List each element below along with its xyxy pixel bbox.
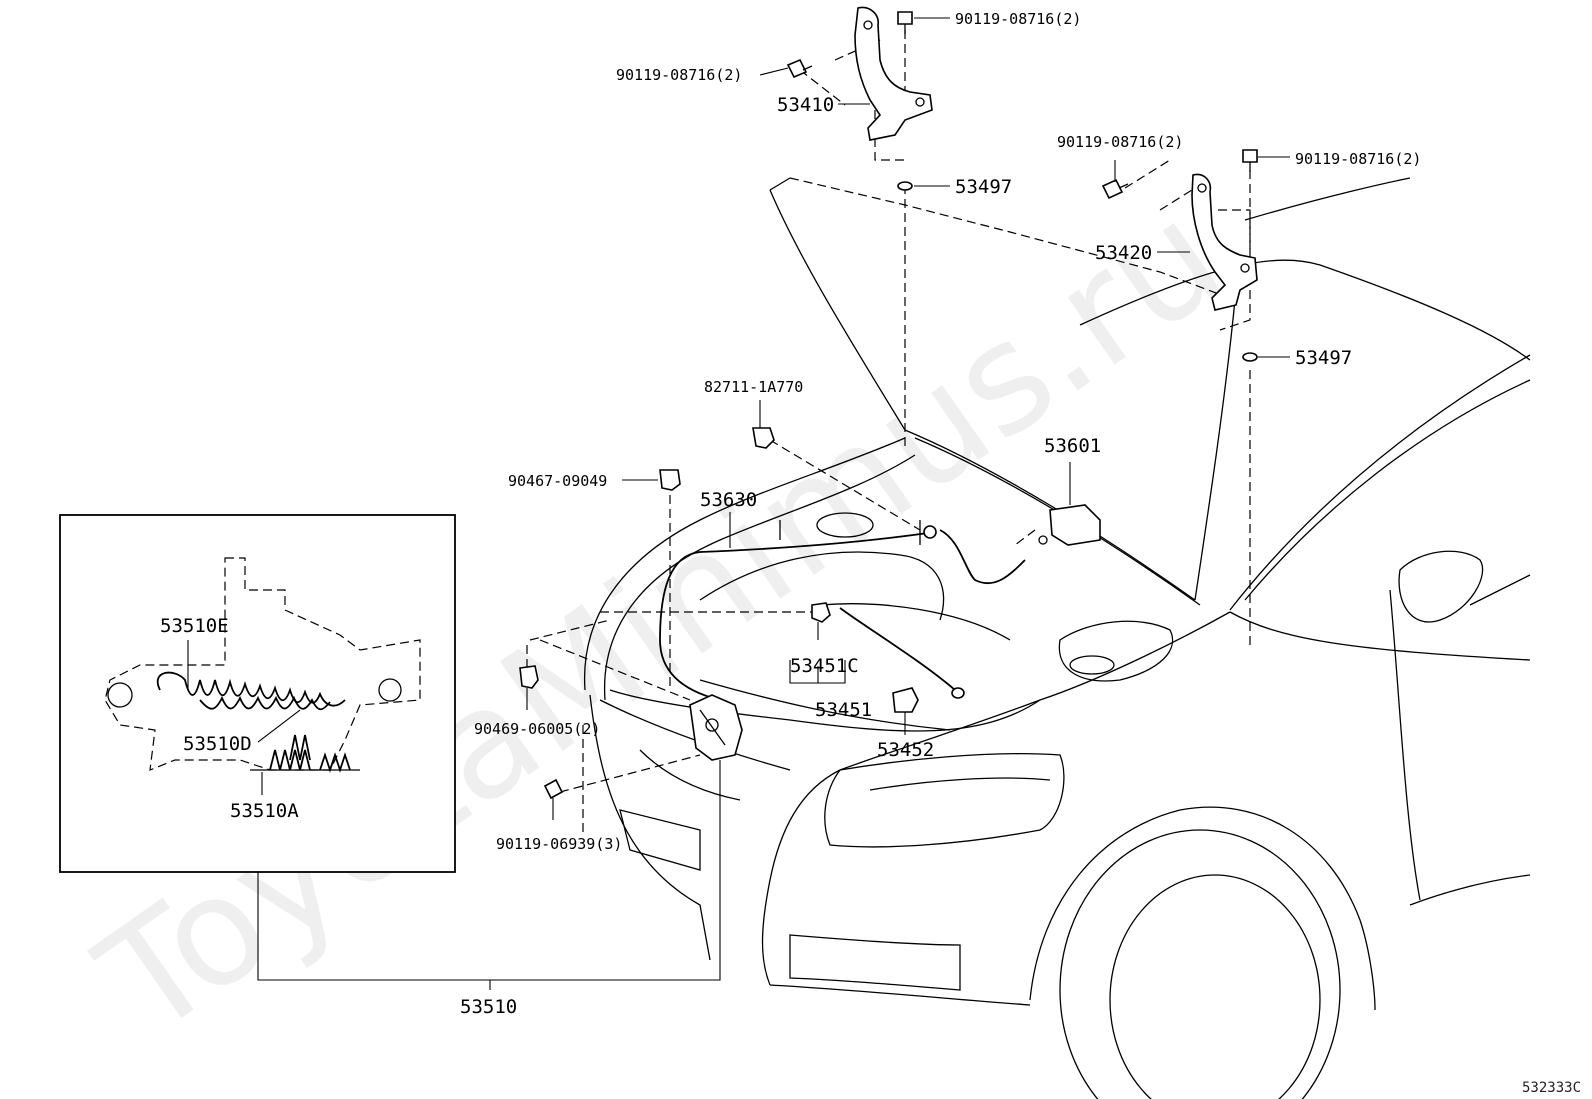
bolt-icon [1242, 149, 1258, 172]
fog-lamp [789, 934, 961, 991]
tire [1059, 829, 1341, 1099]
cushion-left-icon [897, 181, 913, 191]
radiator-support-inner [699, 679, 951, 731]
label-rod-holder: 53452 [877, 739, 934, 761]
label-release-cable: 53630 [700, 489, 757, 511]
wheel-rim [1109, 874, 1321, 1099]
dash-lever [1014, 529, 1036, 546]
mirror [1398, 550, 1484, 623]
label-clamp: 82711-1A770 [704, 378, 803, 396]
reference-code: 532333C [1522, 1080, 1581, 1096]
label-hinge-right: 53420 [1095, 242, 1152, 264]
bolt-lock-icon [543, 778, 564, 800]
roof-line [1244, 177, 1411, 221]
label-cushion-right: 53497 [1295, 347, 1352, 369]
clip-lower-icon [519, 665, 539, 689]
hood-right-edge [1194, 299, 1236, 601]
label-spring-e: 53510E [160, 615, 229, 637]
strut-cap-right [1069, 655, 1115, 675]
bay-left-inner [603, 454, 916, 701]
support-holder-icon [811, 602, 831, 623]
release-cable [659, 531, 936, 701]
inset-connector-line [257, 760, 721, 981]
label-support-rod: 53451 [815, 699, 872, 721]
strut-cap-left [816, 512, 874, 538]
spring-d [199, 695, 331, 711]
strut-tower-right [1058, 620, 1174, 682]
release-cable-end [939, 529, 1026, 585]
label-hinge-left: 53410 [777, 94, 834, 116]
headlamp [824, 753, 1065, 848]
a-pillar-inner [1244, 379, 1531, 601]
plate-hole-left [107, 682, 133, 708]
rocker [1409, 874, 1531, 906]
support-rod [839, 607, 956, 691]
firewall-line [819, 603, 1011, 641]
radiator-support [609, 689, 1041, 732]
bumper-bottom [769, 984, 1031, 1006]
support-rod-end-icon [951, 687, 965, 699]
wheel-arch [1029, 806, 1376, 1011]
label-cushion-left: 53497 [955, 176, 1012, 198]
windshield-top [1079, 259, 1531, 361]
front-lip [639, 749, 741, 801]
car-body-outline [583, 177, 1531, 1099]
hood-lock-icon [689, 694, 743, 761]
bolt-icon [786, 58, 813, 79]
release-lever-pin-icon [1038, 535, 1048, 545]
plate-hole-right [378, 678, 402, 702]
label-bolt-lock: 90119-06939(3) [496, 835, 622, 853]
label-bolt-b: 90119-08716(2) [616, 66, 742, 84]
clip-top-icon [659, 469, 681, 491]
label-bolt-c: 90119-08716(2) [1057, 133, 1183, 151]
grille-opening [619, 809, 701, 871]
door-front-edge [1389, 589, 1421, 901]
label-clip-top: 90467-09049 [508, 472, 607, 490]
strut-posts [779, 520, 921, 545]
bolt-icon [1101, 178, 1129, 200]
cushion-right-icon [1242, 352, 1258, 362]
rod-holder-icon [892, 687, 919, 713]
strut-tower-left [699, 551, 945, 621]
a-pillar [1229, 354, 1531, 611]
label-spring-d: 53510D [183, 733, 252, 755]
label-spring-a: 53510A [230, 800, 299, 822]
dash-clamp [769, 439, 921, 531]
dash-clip-lower-b [539, 639, 691, 701]
hood-hinge-left [854, 6, 933, 141]
headlamp-line [869, 777, 1051, 791]
beltline [1229, 611, 1531, 661]
hood-bottom-edge [904, 429, 1196, 601]
label-bolt-d: 90119-08716(2) [1295, 150, 1421, 168]
release-lever-icon [1049, 504, 1101, 546]
front-upper [599, 699, 791, 771]
front-grille-edge [589, 694, 711, 961]
clamp-icon [752, 427, 775, 449]
bay-left [583, 437, 906, 691]
cable-grommet-icon [923, 525, 937, 539]
leader-lines [187, 17, 1290, 820]
mirror-arm [1469, 574, 1531, 606]
dash-hinge-left-side [799, 39, 881, 106]
label-support-holder: 53451C [790, 655, 859, 677]
label-clip-lower: 90469-06005(2) [474, 720, 600, 738]
dash-hinge-right-side [1124, 159, 1201, 211]
assembly-lines [526, 30, 1251, 835]
label-bolt-a: 90119-08716(2) [955, 10, 1081, 28]
dash-bolt-lock [559, 754, 701, 793]
hood-hinge-right [1191, 173, 1258, 311]
hood-left-edge [769, 189, 906, 431]
bolt-icon [897, 11, 913, 34]
spring-e [156, 671, 346, 707]
label-release-lever: 53601 [1044, 435, 1101, 457]
label-lock-assy: 53510 [460, 996, 517, 1018]
hood-corner [769, 177, 791, 191]
lock-detail-inset [59, 514, 456, 873]
part-labels: 90119-08716(2) 90119-08716(2) 53410 5349… [160, 10, 1581, 1096]
bumper-side [761, 769, 841, 986]
